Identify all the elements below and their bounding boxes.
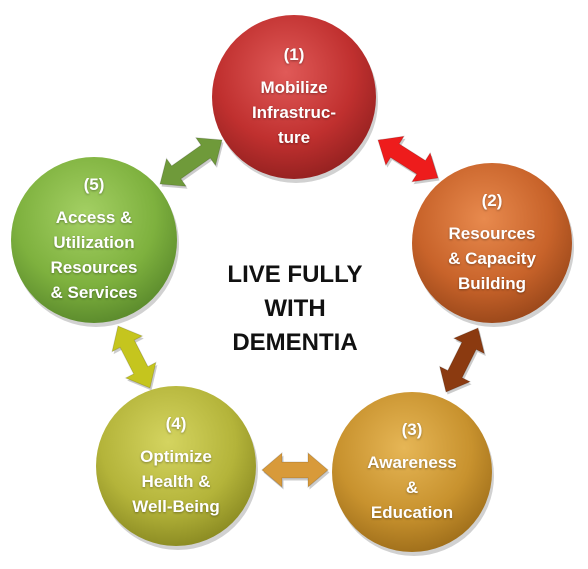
- arrows-layer: [111, 135, 486, 490]
- node-2-circle: [412, 163, 572, 323]
- center-title-line-1: LIVE FULLY: [227, 261, 363, 288]
- center-title-line-2: WITH: [264, 295, 326, 322]
- circles-layer: [11, 15, 574, 556]
- center-title: LIVE FULLY WITH DEMENTIA: [195, 258, 395, 360]
- double-arrow-1-2-icon: [377, 135, 439, 183]
- center-title-line-3: DEMENTIA: [232, 329, 358, 356]
- double-arrow-2-3-icon: [438, 327, 486, 393]
- node-3-circle: [332, 392, 492, 552]
- double-arrow-5-1-icon: [159, 137, 223, 187]
- double-arrow-3-4-icon: [261, 451, 329, 489]
- node-1-circle: [212, 15, 376, 179]
- node-5-circle: [11, 157, 177, 323]
- node-4-circle: [96, 386, 256, 546]
- double-arrow-4-5-icon: [111, 325, 157, 389]
